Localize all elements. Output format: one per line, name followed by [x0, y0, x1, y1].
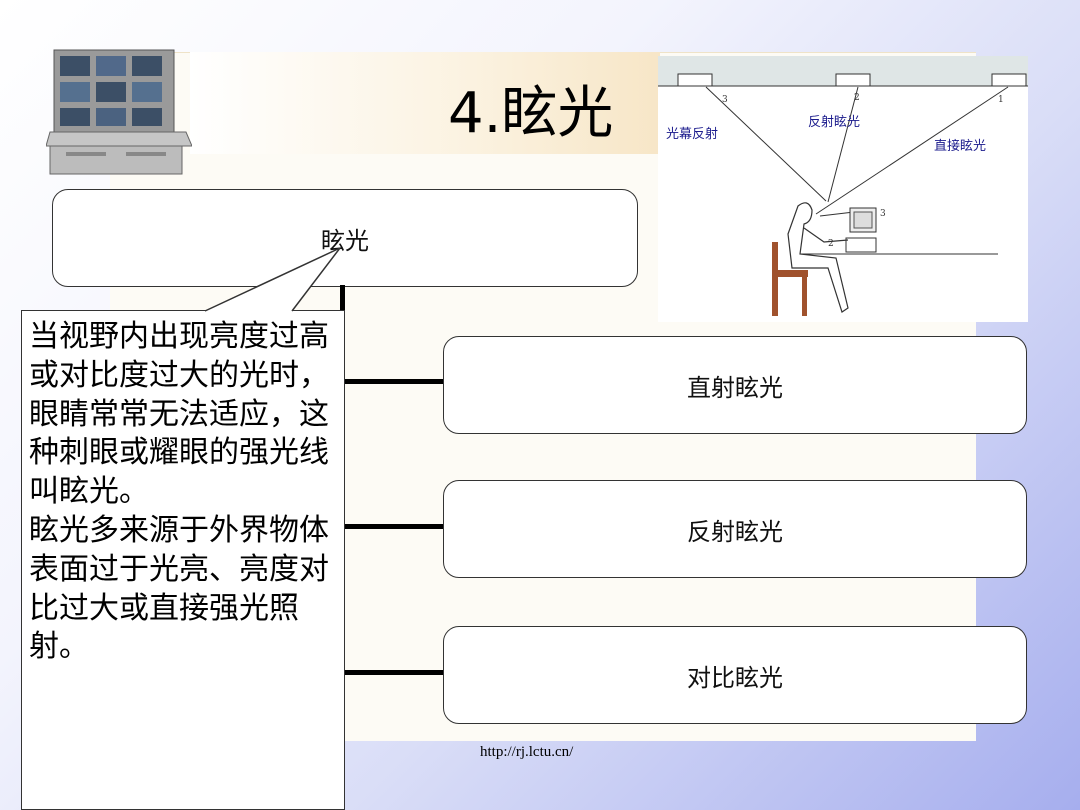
control-console-image	[46, 49, 192, 175]
connector-branch	[340, 670, 444, 675]
person	[787, 202, 849, 313]
definition-callout	[21, 310, 345, 810]
connector-branch	[340, 379, 444, 384]
ceiling-light-1	[991, 73, 1027, 87]
branch-box-contrast-glare: 对比眩光	[443, 626, 1027, 724]
label-reflected-glare: 反射眩光	[808, 114, 860, 130]
chair	[772, 242, 778, 316]
number-label: 2	[828, 239, 834, 249]
branch-label: 对比眩光	[687, 663, 783, 692]
definition-paragraph: 当视野内出现亮度过高或对比度过大的光时，眼睛常常无法适应，这种刺眼或耀眼的强光线…	[29, 319, 329, 510]
number-label: 1	[998, 95, 1004, 105]
number-label: 2	[854, 93, 860, 103]
glare-diagram: 光幕反射 反射眩光 直接眩光 3 2 1 3 2	[658, 56, 1028, 322]
label-direct-glare: 直接眩光	[934, 138, 986, 154]
branch-label: 直射眩光	[687, 373, 783, 402]
number-label: 3	[880, 209, 886, 219]
footer-url: http://rj.lctu.cn/	[480, 744, 574, 760]
source-paragraph: 眩光多来源于外界物体表面过于光亮、亮度对比过大或直接强光照射。	[29, 512, 329, 665]
branch-label: 反射眩光	[687, 517, 783, 546]
title-band	[190, 52, 660, 154]
ceiling-light-2	[835, 73, 871, 87]
definition-text: 当视野内出现亮度过高或对比度过大的光时，眼睛常常无法适应，这种刺眼或耀眼的强光线…	[29, 318, 345, 667]
ceiling-light-3	[677, 73, 713, 87]
main-topic-box: 眩光	[52, 189, 638, 287]
branch-box-direct-glare: 直射眩光	[443, 336, 1027, 434]
label-screen-reflection: 光幕反射	[666, 126, 718, 142]
slide-title: 4.眩光	[448, 81, 614, 146]
connector-branch	[340, 524, 444, 529]
branch-box-reflected-glare: 反射眩光	[443, 480, 1027, 578]
number-label: 3	[722, 95, 728, 105]
main-topic-label: 眩光	[321, 226, 369, 255]
